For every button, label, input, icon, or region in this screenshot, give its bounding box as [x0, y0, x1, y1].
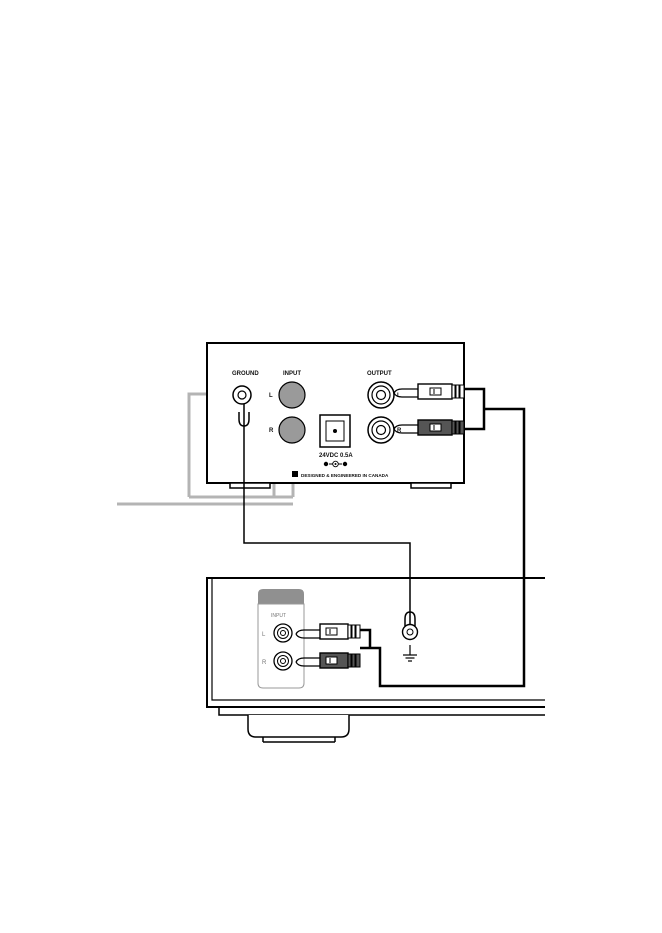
ground-label: GROUND: [232, 371, 259, 377]
output-label: OUTPUT: [367, 371, 392, 377]
source-ground-terminal[interactable]: [403, 625, 418, 640]
input-l-jack[interactable]: [279, 382, 305, 408]
output-r-jack[interactable]: [368, 417, 394, 443]
ground-terminal[interactable]: [233, 386, 251, 404]
brand-logo-icon: [292, 471, 298, 477]
dc-power-jack[interactable]: [320, 415, 350, 447]
power-rating-label: 24VDC 0.5A: [319, 453, 353, 459]
source-input-l-jack[interactable]: [274, 624, 292, 642]
input-label: INPUT: [283, 371, 301, 377]
source-r-label: R: [262, 660, 267, 666]
source-device: INPUT L R: [207, 578, 545, 742]
source-input-r-jack[interactable]: [274, 652, 292, 670]
output-l-jack[interactable]: [368, 382, 394, 408]
input-l-label: L: [269, 393, 273, 399]
footer-text: DESIGNED & ENGINEERED IN CANADA: [301, 473, 389, 478]
input-r-label: R: [269, 428, 274, 434]
source-input-label: INPUT: [271, 613, 286, 619]
preamp-rear-panel: GROUND INPUT OUTPUT L R L R: [207, 343, 464, 488]
input-r-jack[interactable]: [279, 417, 305, 443]
